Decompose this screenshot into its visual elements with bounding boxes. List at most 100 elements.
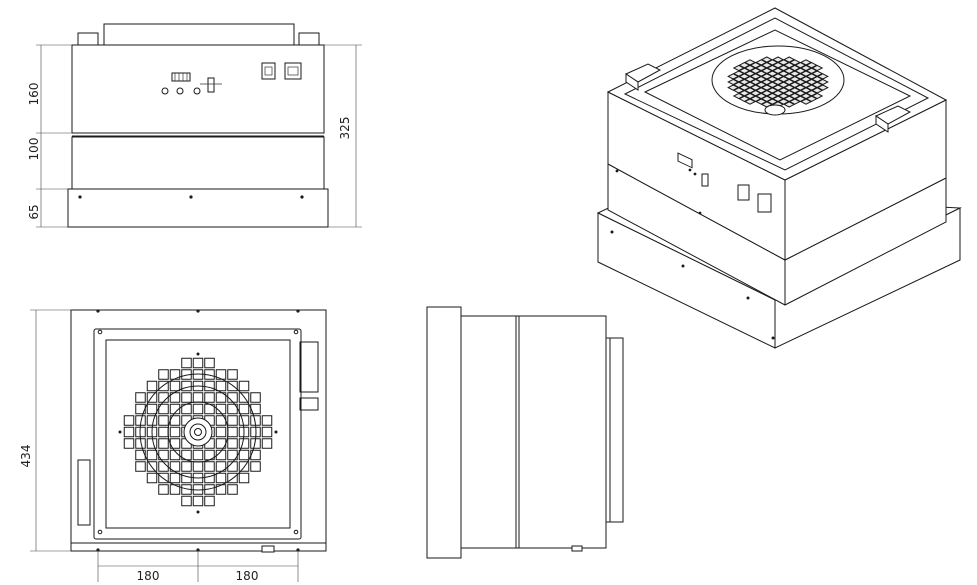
grid-cell (169, 426, 181, 438)
grid-cell (261, 438, 273, 449)
power-socket (284, 62, 302, 80)
dim-180-left-label: 180 (137, 569, 160, 583)
grid-cell (192, 461, 204, 472)
iso-grid-cell (799, 98, 813, 105)
grid-cell (215, 461, 227, 472)
grid-cell (238, 438, 250, 449)
grid-cell (261, 426, 273, 438)
grid-cell (158, 380, 169, 392)
dim-160-label: 160 (27, 83, 41, 106)
grid-cell (215, 392, 227, 403)
connector-block (171, 72, 191, 82)
grid-cell (135, 461, 146, 472)
grid-cell (215, 369, 227, 380)
grid-cell (169, 392, 181, 403)
grid-cell (204, 461, 215, 472)
grid-cell (169, 449, 181, 461)
iso-grid-cell (783, 101, 796, 108)
top-view-dimensions: 434 180 180 (19, 309, 299, 583)
grid-cell (146, 380, 158, 392)
grid-cell (169, 369, 181, 380)
grid-cell (250, 461, 261, 472)
isometric-view (596, 7, 962, 349)
grid-cell (181, 461, 192, 472)
grid-cell (192, 392, 204, 403)
grid-cell (204, 495, 215, 507)
grid-cell (158, 472, 169, 484)
dim-100-label: 100 (27, 138, 41, 161)
grid-cell (227, 369, 238, 380)
grid-cell (227, 484, 238, 495)
grid-cell (204, 380, 215, 392)
grid-cell (215, 380, 227, 392)
grid-cell (204, 472, 215, 484)
grid-cell (227, 380, 238, 392)
grid-cell (261, 415, 273, 426)
grid-cell (192, 495, 204, 507)
grid-cell (158, 484, 169, 495)
grid-cell (158, 415, 169, 426)
grid-cell (250, 392, 261, 403)
power-switch (261, 62, 276, 80)
grid-cell (146, 449, 158, 461)
knob (193, 87, 201, 95)
grid-cell (123, 438, 135, 449)
grid-cell (227, 449, 238, 461)
grid-cell (158, 438, 169, 449)
grid-cell (169, 461, 181, 472)
grid-cell (181, 495, 192, 507)
knob (176, 87, 184, 95)
grid-cell (158, 403, 169, 415)
grid-cell (146, 392, 158, 403)
grid-cell (146, 461, 158, 472)
grid-cell (146, 415, 158, 426)
grid-cell (250, 449, 261, 461)
dim-180-right-label: 180 (236, 569, 259, 583)
dim-65-label: 65 (27, 204, 41, 219)
grid-cell (181, 392, 192, 403)
dim-434-label: 434 (19, 445, 33, 468)
grid-cell (215, 484, 227, 495)
grid-cell (215, 403, 227, 415)
grid-cell (238, 461, 250, 472)
grid-cell (192, 403, 204, 415)
iso-grid-cell (743, 98, 757, 105)
fuse-holder (207, 77, 215, 93)
grid-cell (146, 472, 158, 484)
grid-cell (123, 426, 135, 438)
grid-cell (169, 380, 181, 392)
grid-cell (158, 449, 169, 461)
grid-cell (181, 472, 192, 484)
fan-guard-grid (123, 357, 273, 507)
grid-cell (215, 426, 227, 438)
grid-cell (158, 426, 169, 438)
grid-cell (227, 415, 238, 426)
grid-cell (169, 484, 181, 495)
grid-cell (238, 449, 250, 461)
front-view (67, 23, 329, 228)
grid-cell (192, 449, 204, 461)
grid-cell (146, 403, 158, 415)
grid-cell (250, 403, 261, 415)
grid-cell (215, 449, 227, 461)
knob (161, 87, 169, 95)
grid-cell (227, 403, 238, 415)
grid-cell (215, 472, 227, 484)
grid-cell (169, 403, 181, 415)
grid-cell (135, 403, 146, 415)
grid-cell (238, 415, 250, 426)
grid-cell (181, 357, 192, 369)
side-view (426, 306, 624, 559)
grid-cell (238, 380, 250, 392)
grid-cell (135, 449, 146, 461)
grid-cell (238, 403, 250, 415)
dim-325-label: 325 (338, 117, 352, 140)
grid-cell (146, 438, 158, 449)
grid-cell (238, 472, 250, 484)
grid-cell (227, 438, 238, 449)
grid-cell (169, 472, 181, 484)
grid-cell (238, 392, 250, 403)
top-view (70, 309, 327, 553)
grid-cell (227, 472, 238, 484)
